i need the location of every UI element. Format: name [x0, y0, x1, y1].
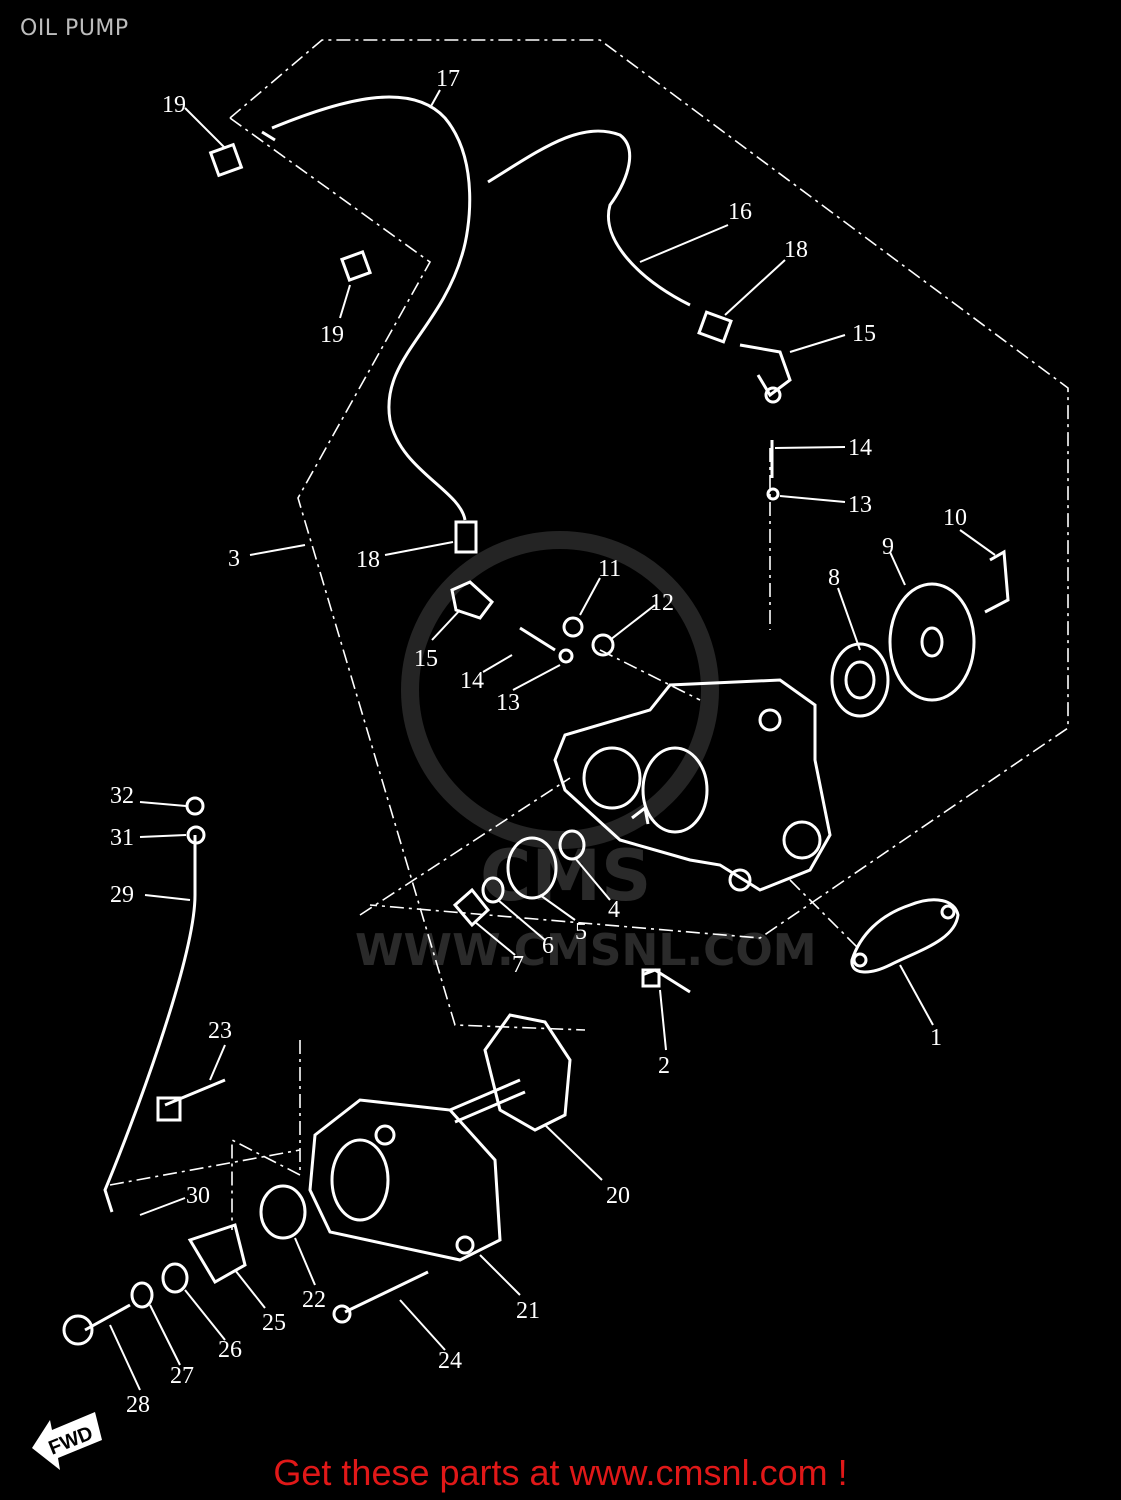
- callout-1: 1: [930, 1025, 942, 1051]
- callout-10: 10: [943, 505, 967, 531]
- callout-18-upper: 18: [784, 237, 808, 263]
- callout-15-upper: 15: [852, 321, 876, 347]
- callout-6: 6: [542, 933, 554, 959]
- callout-5: 5: [575, 919, 587, 945]
- callout-22: 22: [302, 1287, 326, 1313]
- promo-link[interactable]: Get these parts at www.cmsnl.com !: [273, 1452, 848, 1493]
- callout-27: 27: [170, 1363, 194, 1389]
- callout-12: 12: [650, 590, 674, 616]
- callout-9: 9: [882, 534, 894, 560]
- watermark-logo: CMS: [480, 835, 651, 917]
- callout-17: 17: [436, 66, 460, 92]
- callout-21: 21: [516, 1298, 540, 1324]
- callout-30: 30: [186, 1183, 210, 1209]
- callout-23: 23: [208, 1018, 232, 1044]
- callout-32: 32: [110, 783, 134, 809]
- callout-28: 28: [126, 1392, 150, 1418]
- callout-19-lower: 19: [320, 322, 344, 348]
- callout-11: 11: [598, 556, 621, 582]
- callout-7: 7: [512, 952, 524, 978]
- callout-3: 3: [228, 546, 240, 572]
- callout-26: 26: [218, 1337, 242, 1363]
- callout-31: 31: [110, 825, 134, 851]
- driven-gear: [830, 549, 1010, 718]
- pump-body: [553, 678, 832, 892]
- callout-20: 20: [606, 1183, 630, 1209]
- callout-19-upper: 19: [162, 92, 186, 118]
- assembly-outline: [109, 39, 1069, 1230]
- pump-cover: [308, 1098, 502, 1262]
- callouts: 1 2 3 4 5 6 7 8 9 10 11 12 13 13 14 14 1…: [110, 66, 967, 1418]
- callout-13-lower: 13: [496, 690, 520, 716]
- oil-hoses: [208, 95, 792, 620]
- drive-gear: [449, 1013, 572, 1132]
- lower-parts: [62, 796, 429, 1346]
- gasket: [641, 898, 960, 994]
- shaft-parts: [452, 829, 586, 928]
- callout-29: 29: [110, 882, 134, 908]
- small-parts: [519, 440, 780, 664]
- callout-13-upper: 13: [848, 492, 872, 518]
- leader-lines: [109, 89, 996, 1391]
- callout-15-lower: 15: [414, 646, 438, 672]
- callout-2: 2: [658, 1053, 670, 1079]
- callout-14-upper: 14: [848, 435, 872, 461]
- callout-16: 16: [728, 199, 752, 225]
- callout-24: 24: [438, 1348, 462, 1374]
- callout-8: 8: [828, 565, 840, 591]
- callout-25: 25: [262, 1310, 286, 1336]
- watermark-url: WWW.CMSNL.COM: [355, 925, 817, 976]
- callout-14-lower: 14: [460, 668, 484, 694]
- callout-4: 4: [608, 897, 620, 923]
- callout-18-lower: 18: [356, 547, 380, 573]
- page-title: OIL PUMP: [20, 16, 129, 41]
